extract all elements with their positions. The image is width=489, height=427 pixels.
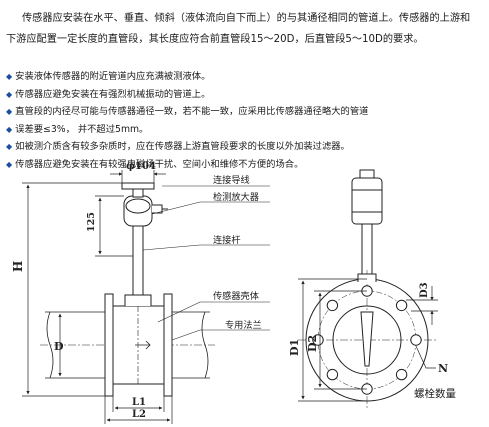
front-view-drawing: [298, 169, 436, 410]
list-item: ◆传感器应避免安装在有较强电磁场干扰、空间小和维修不方便的场合。: [6, 158, 304, 170]
front-view-dimensions: [298, 278, 438, 402]
intro-paragraph: 传感器应安装在水平、垂直、倾斜（液体流向自下而上）的与其通径相同的管道上。传感器…: [6, 8, 484, 50]
dim-l1-label: L1: [132, 397, 146, 408]
list-item: ◆直管段的内径尽可能与传感器通径一致，若不能一致，应采用比传感器通径略大的管道: [6, 106, 369, 118]
callout-rod: 连接杆: [213, 234, 241, 246]
requirements-list: ◆安装液体传感器的附近管道内应充满被测液体。 ◆传感器应避免安装在有强烈机械振动…: [6, 68, 484, 174]
side-view-dimensions: [22, 170, 173, 424]
dim-d1-label: D1: [288, 339, 301, 356]
diamond-bullet-icon: ◆: [6, 142, 13, 152]
diamond-bullet-icon: ◆: [6, 159, 13, 169]
list-item: ◆安装液体传感器的附近管道内应充满被测液体。: [6, 71, 211, 82]
diamond-bullet-icon: ◆: [6, 72, 13, 81]
intro-line-2: 下游应配置一定长度的直管段，其长度应符合前直管段15～20D，后直管段5～10D…: [6, 34, 424, 45]
dim-n-label: N: [438, 362, 448, 375]
dim-d3-label: D3: [419, 282, 430, 298]
dim-h-label: H: [11, 261, 25, 272]
phi-104-label: φ104: [126, 161, 156, 172]
list-item: ◆误差要≤3%， 并不超过5mm。: [6, 123, 149, 135]
bolt-count-label: 螺栓数量: [414, 387, 456, 400]
dim-d2-label: D2: [306, 335, 319, 352]
diamond-bullet-icon: ◆: [6, 107, 13, 117]
diamond-bullet-icon: ◆: [6, 124, 13, 134]
list-item: ◆传感器应避免安装在有强烈机械振动的管道上。: [6, 88, 211, 100]
side-view-drawing: [40, 182, 215, 397]
dim-l2-label: L2: [132, 409, 146, 420]
callout-amplifier: 检测放大器: [213, 191, 259, 203]
intro-line-1: 传感器应安装在水平、垂直、倾斜（液体流向自下而上）的与其通径相同的管道上。传感器…: [22, 13, 471, 24]
callout-shell: 传感器壳体: [213, 290, 259, 302]
dim-125-label: 125: [86, 212, 97, 232]
callout-flange: 专用法兰: [225, 319, 262, 331]
dim-d-label: D: [54, 340, 64, 353]
callout-leaders: [142, 185, 270, 341]
callout-wire: 连接导线: [213, 174, 250, 186]
list-item: ◆如被测介质含有较多杂质时，应在传感器上游直管段要求的长度以外加装过滤器。: [6, 141, 350, 153]
diamond-bullet-icon: ◆: [6, 89, 13, 99]
